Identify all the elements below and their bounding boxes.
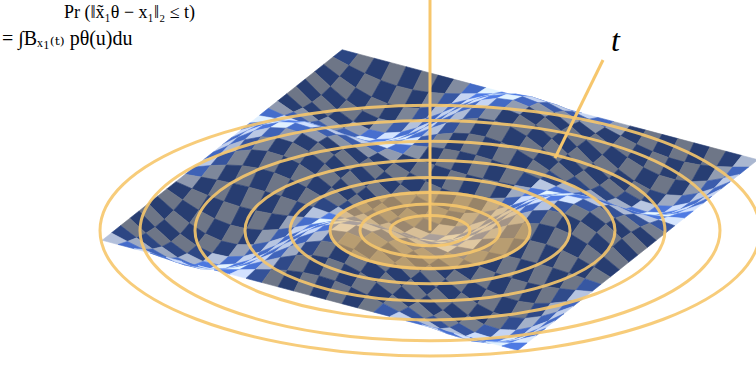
surface-patch bbox=[576, 279, 601, 292]
surface-patch bbox=[502, 343, 527, 350]
ring bbox=[100, 105, 756, 356]
probability-formula: Pr (‖x̃₁θ − x₁‖₂ ≤ t) bbox=[64, 2, 195, 23]
surface-patch bbox=[422, 325, 447, 334]
leader-line bbox=[555, 60, 603, 158]
surface-patch bbox=[539, 314, 564, 329]
integral-formula: = ∫Bₓ₁₍ₜ₎ pθ(u)du bbox=[2, 26, 133, 50]
radius-label: t bbox=[611, 22, 620, 59]
surface-patch bbox=[438, 329, 463, 338]
surface-patch bbox=[166, 257, 191, 266]
surface-patch bbox=[150, 253, 175, 262]
surface-patch bbox=[733, 156, 756, 168]
surface-patch bbox=[118, 241, 143, 249]
surface-patch bbox=[705, 182, 730, 197]
level-rings bbox=[100, 105, 756, 356]
axis-line bbox=[429, 0, 432, 231]
